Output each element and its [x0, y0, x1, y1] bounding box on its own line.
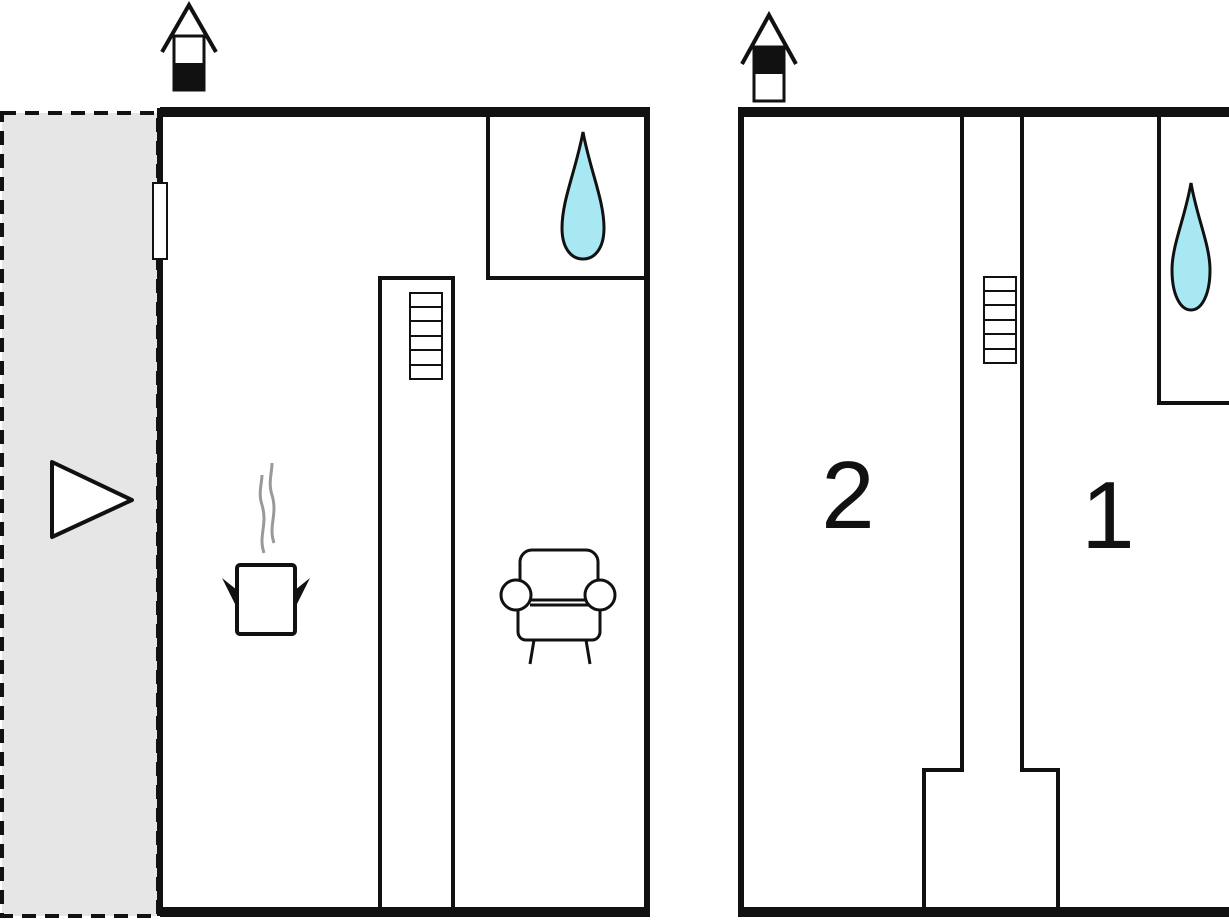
door-icon [152, 182, 168, 260]
upper-floor: 2 1 [738, 10, 1229, 917]
room-label-2: 2 [821, 442, 874, 549]
armchair-icon [499, 548, 617, 665]
stairs-icon [983, 276, 1017, 364]
water-drop-icon [1170, 182, 1212, 312]
floor-level-ground-icon [160, 0, 218, 92]
room-label-1: 1 [1081, 462, 1134, 569]
floor-level-upper-icon [740, 10, 798, 103]
entrance-arrow-icon [50, 460, 134, 539]
water-drop-icon [560, 131, 606, 261]
ground-floor [0, 0, 650, 918]
kitchen-pot-icon [222, 462, 310, 636]
upper-floor-walls [738, 107, 1229, 917]
stairs-icon [409, 292, 443, 380]
